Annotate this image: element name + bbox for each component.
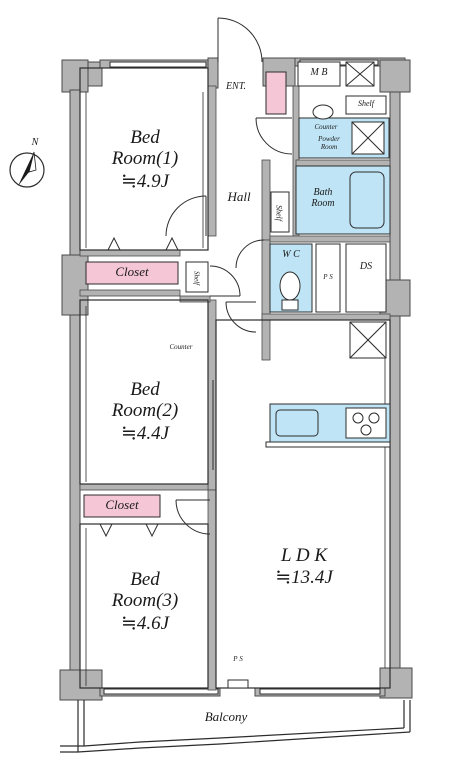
counter-top-label: Counter (314, 123, 338, 131)
room-outlines (79, 67, 391, 689)
powder-room-label: Powder Room (318, 135, 340, 151)
balcony-label: Balcony (204, 709, 248, 724)
ds-label: DS (359, 261, 373, 272)
shelf-hall-label: Shelf (274, 205, 284, 221)
shelf-small-label: Shelf (192, 271, 201, 285)
ldk-name: L D K (280, 545, 328, 566)
closet1-label: Closet (115, 264, 149, 279)
x-boxes (345, 61, 387, 359)
bedroom1-name: Bed Room(1) (111, 127, 179, 169)
hall-label: Hall (227, 189, 251, 204)
bedroom3-area: ≒4.6J (120, 613, 170, 634)
bath-room-label: Bath Room (311, 187, 335, 209)
counter-mid-label: Counter (169, 343, 193, 351)
ldk-area: ≒13.4J (275, 567, 333, 588)
toilet-bowl (279, 271, 301, 301)
entrance-label: ENT. (225, 81, 247, 92)
ps-bottom-label: P S (233, 655, 243, 663)
washbasin (312, 104, 334, 120)
compass-icon (9, 151, 45, 188)
bathtub (349, 171, 385, 229)
small-boxes (185, 61, 387, 689)
kitchen-sink (275, 409, 319, 437)
ps-mid-label: P S (323, 273, 333, 281)
mb-label: M B (310, 67, 328, 78)
closet3-box (83, 494, 161, 518)
door-swings (165, 17, 293, 535)
stove (345, 407, 387, 439)
toilet-tank (281, 299, 299, 311)
compass-label: N (31, 137, 39, 148)
wall-lines (85, 92, 386, 686)
ent-closet-box (265, 71, 287, 115)
counter-edge (265, 441, 391, 448)
burner-1 (352, 412, 364, 424)
bedroom1-area: ≒4.9J (120, 171, 170, 192)
burner-2 (368, 412, 380, 424)
shelf-top-label: Shelf (358, 99, 374, 108)
closet3-label: Closet (105, 497, 139, 512)
wc-label: W C (282, 249, 300, 260)
closet1-box (85, 261, 179, 285)
bedroom2-area: ≒4.4J (120, 423, 170, 444)
burner-3 (360, 424, 372, 436)
bedroom2-name: Bed Room(2) (111, 379, 179, 421)
bedroom3-name: Bed Room(3) (111, 569, 179, 611)
balcony-structure (60, 700, 411, 753)
